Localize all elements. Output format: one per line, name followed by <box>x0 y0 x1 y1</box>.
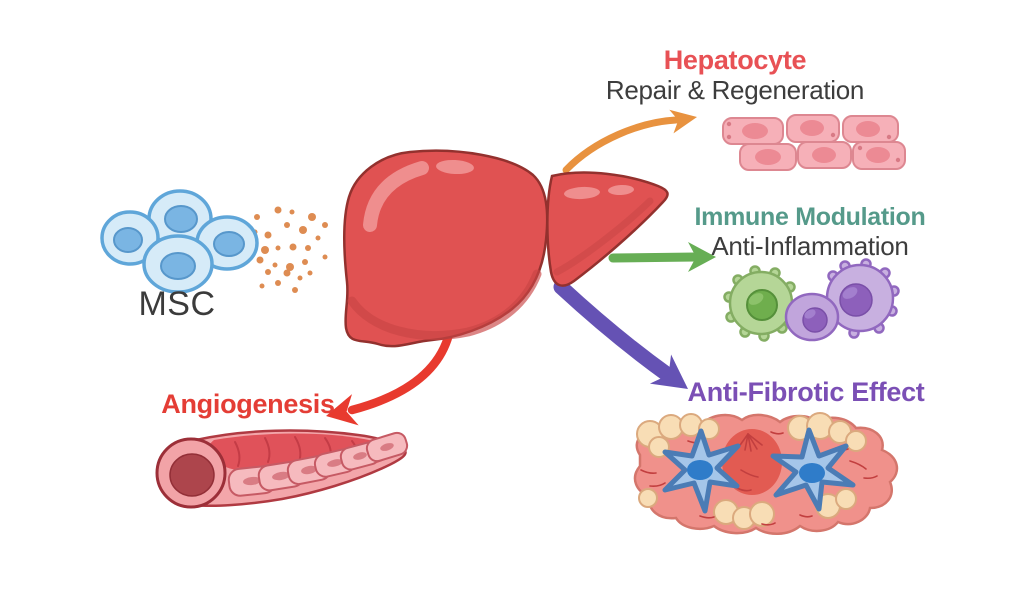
hepatocyte-title: Hepatocyte <box>663 45 807 75</box>
msc-cell <box>100 210 160 266</box>
stellate-cell <box>770 427 856 512</box>
antifibrotic-title: Anti-Fibrotic Effect <box>687 377 925 407</box>
msc-cells-illustration <box>100 189 259 294</box>
liver-right-lobe <box>546 171 669 287</box>
msc-cell <box>142 234 214 294</box>
angiogenesis-title: Angiogenesis <box>161 389 335 419</box>
msc-label: MSC <box>138 285 216 323</box>
immune-subtitle: Anti-Inflammation <box>711 231 909 261</box>
blood-vessel-illustration <box>155 429 409 509</box>
hepatocyte-subtitle: Repair & Regeneration <box>605 75 865 105</box>
endothelial-cells <box>227 431 409 497</box>
stellate-cell <box>662 428 741 514</box>
immune-cell-green <box>723 265 799 342</box>
arrow-to-antifibrotic <box>553 279 688 389</box>
msc-cell <box>147 189 213 249</box>
arrow-to-immune <box>608 242 716 272</box>
immune-cell-purple-large <box>825 258 900 339</box>
fibrotic-tissue-illustration <box>633 412 899 535</box>
secretome-dots-illustration <box>249 206 328 293</box>
arrow-to-hepatocyte <box>562 109 697 174</box>
immune-cell-purple-small <box>784 292 840 342</box>
liver-left-lobe <box>343 149 549 348</box>
immune-title: Immune Modulation <box>694 203 926 231</box>
liver-illustration <box>343 149 669 348</box>
hepatocyte-cells-illustration <box>722 114 906 171</box>
immune-cells-illustration <box>723 258 900 342</box>
